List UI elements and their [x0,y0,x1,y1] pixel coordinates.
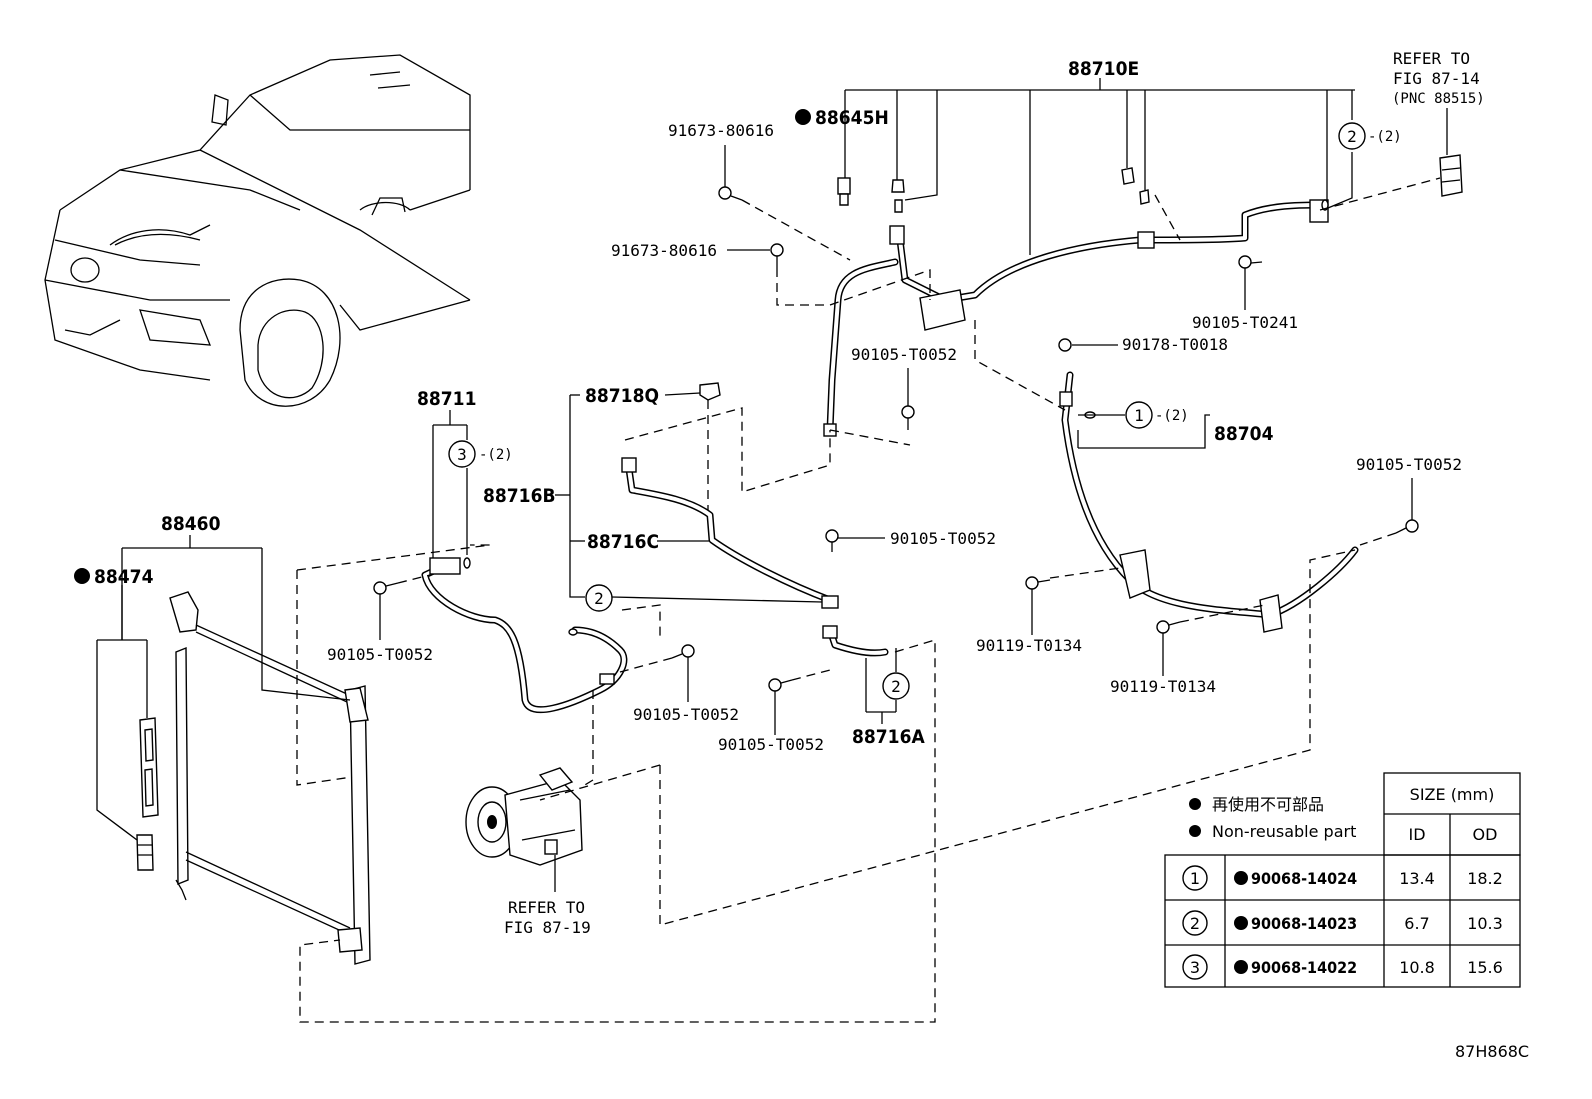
table-col-id: ID [1408,825,1425,844]
svg-text:2: 2 [594,589,604,608]
table-row: 2 90068-14023 6.7 10.3 [1182,910,1503,936]
bolt-90105-T0052-left[interactable] [373,581,399,595]
oring-size-table: SIZE (mm) ID OD 1 90068-14024 13.4 18.2 … [1164,772,1521,988]
hose-88711[interactable] [421,557,628,713]
nut-90178-T0018[interactable] [1058,338,1072,352]
bolt-90105-T0241[interactable] [1238,255,1263,269]
table-col-od: OD [1473,825,1498,844]
svg-text:18.2: 18.2 [1467,869,1503,888]
hose-88704[interactable] [1059,371,1359,633]
nonreusable-dot-icon [795,109,811,125]
legend-nonreusable-ja: 再使用不可部品 [1212,795,1324,814]
valve-cap-top[interactable] [891,179,905,213]
condenser-88460[interactable] [169,591,371,965]
bolt-90105-T0052-c[interactable] [825,529,839,552]
pressure-switch-88645H[interactable] [837,177,851,206]
circled-ref-2-c: 2 [882,672,910,700]
label-88711[interactable]: 88711 [417,388,476,410]
expansion-valve-ref[interactable] [1439,154,1463,197]
table-part-number[interactable]: 90068-14022 [1251,958,1357,977]
clip-top-mid[interactable] [1121,167,1150,205]
circled-ref-3: 3 [448,440,476,468]
label-90119-T0134-b[interactable]: 90119-T0134 [1110,677,1216,696]
label-88460[interactable]: 88460 [161,513,221,535]
table-row: 1 90068-14024 13.4 18.2 [1182,865,1503,891]
svg-text:13.4: 13.4 [1399,869,1435,888]
label-88710E[interactable]: 88710E [1068,58,1139,80]
refer-top-line3: (PNC 88515) [1392,91,1485,107]
receiver-dryer-88474[interactable] [136,717,159,871]
svg-text:3: 3 [1190,958,1200,977]
svg-text:2: 2 [891,677,901,696]
label-88704[interactable]: 88704 [1214,423,1274,445]
circ3-qty: -(2) [479,447,513,463]
label-88645H[interactable]: 88645H [815,107,889,129]
svg-text:3: 3 [457,445,467,464]
label-88716B[interactable]: 88716B [483,485,556,507]
label-90105-T0052-lower[interactable]: 90105-T0052 [633,705,739,724]
table-part-number[interactable]: 90068-14023 [1251,914,1357,933]
compressor[interactable] [465,767,583,866]
bolt-91673-b[interactable] [770,243,784,268]
nonreusable-dot-icon [74,568,90,584]
svg-text:1: 1 [1190,869,1200,888]
vehicle-illustration [44,54,471,407]
table-size-header: SIZE (mm) [1410,785,1495,804]
label-90105-T0241[interactable]: 90105-T0241 [1192,313,1298,332]
clip-88718Q[interactable] [699,382,721,401]
circled-ref-1: 1 [1125,401,1153,429]
diagram-code: 87H868C [1455,1042,1529,1061]
table-part-number[interactable]: 90068-14024 [1251,869,1357,888]
tube-88716A[interactable] [822,625,889,657]
svg-text:6.7: 6.7 [1404,914,1429,933]
bolt-90105-T0052-lower2[interactable] [768,678,793,692]
label-90105-T0052-right[interactable]: 90105-T0052 [1356,455,1462,474]
nonreusable-dot-icon [1189,798,1201,810]
bolt-90119-T0134-a[interactable] [1025,576,1051,590]
refer-top-line2[interactable]: FIG 87-14 [1393,69,1480,88]
circled-ref-2-b: 2 [585,584,613,612]
label-90105-T0052-mid[interactable]: 90105-T0052 [851,345,957,364]
label-88474[interactable]: 88474 [94,566,154,588]
circ2-top-qty: -(2) [1368,129,1402,145]
svg-text:2: 2 [1190,914,1200,933]
svg-text:2: 2 [1347,127,1357,146]
svg-text:10.8: 10.8 [1399,958,1435,977]
bolt-90119-T0134-b[interactable] [1156,620,1181,634]
leader-lines [96,78,1448,892]
label-90119-T0134-a[interactable]: 90119-T0134 [976,636,1082,655]
legend-nonreusable-en: Non-reusable part [1212,822,1356,841]
label-88718Q[interactable]: 88718Q [585,385,659,407]
svg-text:10.3: 10.3 [1467,914,1503,933]
bolt-91673-a[interactable] [718,186,743,201]
bolt-90105-T0052-right[interactable] [1395,519,1419,534]
tube-88716C[interactable] [621,457,839,609]
refer-bottom-line2[interactable]: FIG 87-19 [504,918,591,937]
label-88716C[interactable]: 88716C [587,531,659,553]
nonreusable-dot-icon [1189,825,1201,837]
refer-top-line1: REFER TO [1393,49,1470,68]
label-90105-T0052-c[interactable]: 90105-T0052 [890,529,996,548]
label-90105-T0052-left[interactable]: 90105-T0052 [327,645,433,664]
legend: 再使用不可部品 Non-reusable part [1189,795,1356,841]
svg-text:1: 1 [1134,406,1144,425]
label-90178-T0018[interactable]: 90178-T0018 [1122,335,1228,354]
svg-text:15.6: 15.6 [1467,958,1503,977]
part-labels: 88710E 88645H 91673-80616 91673-80616 RE… [74,49,1529,1061]
bolt-90105-T0052-lower[interactable] [671,644,695,659]
tube-88710E[interactable] [823,199,1329,437]
bolt-90105-T0052-mid[interactable] [901,405,915,430]
circled-ref-2-top: 2 [1338,122,1366,150]
assembly-dashed-lines [296,177,1441,1023]
refer-bottom-line1: REFER TO [508,898,585,917]
label-91673-80616-b[interactable]: 91673-80616 [611,241,717,260]
label-90105-T0052-lower2[interactable]: 90105-T0052 [718,735,824,754]
label-91673-80616-a[interactable]: 91673-80616 [668,121,774,140]
label-88716A[interactable]: 88716A [852,726,925,748]
circ1-qty: -(2) [1155,408,1189,424]
table-row: 3 90068-14022 10.8 15.6 [1182,954,1503,980]
